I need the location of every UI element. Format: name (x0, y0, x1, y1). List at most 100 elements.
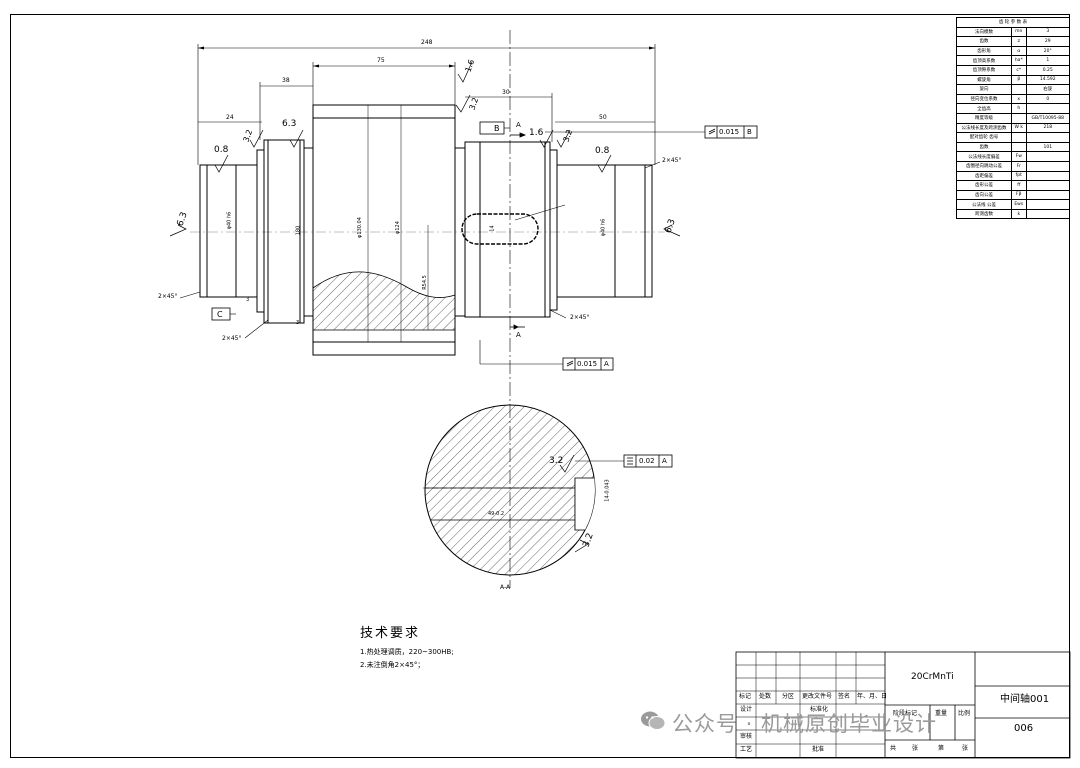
runout-tol-a-ref: A (604, 360, 609, 368)
technical-requirements: 技术要求 1.热处理调质，220~300HB; 2.未注倒角2×45°； (360, 622, 454, 670)
hdr-docno: 更改文件号 (802, 693, 833, 700)
dim-small-2: 3 (296, 320, 300, 326)
param-symbol: ff (1011, 180, 1027, 191)
roughness-section-1: 3.2 (549, 456, 564, 466)
row-standard: 标准化 (810, 706, 829, 713)
param-symbol: Fr (1011, 160, 1027, 172)
tech-line-2: 2.未注倒角2×45°； (360, 661, 425, 669)
param-value (1025, 151, 1071, 162)
chamfer-right: 2×45° (662, 157, 682, 164)
tech-line-1: 1.热处理调质，220~300HB; (360, 648, 454, 656)
row-weight: 重量 (935, 710, 948, 717)
param-value (1025, 170, 1071, 182)
param-symbol: fpt (1011, 170, 1027, 182)
param-label: 公法线长度及跨测齿数 (956, 122, 1012, 134)
hdr-count: 处数 (759, 693, 772, 700)
param-symbol: mn (1011, 26, 1027, 38)
param-value: 14.592 (1025, 74, 1071, 86)
param-symbol: α (1011, 45, 1027, 57)
section-mark-bottom: A (516, 331, 521, 339)
param-value (1025, 208, 1071, 220)
dim-flange: 38 (282, 77, 290, 84)
param-label: 法向模数 (956, 26, 1012, 38)
param-value (1025, 103, 1071, 114)
roughness-6-3-flange: 6.3 (282, 119, 297, 129)
dia-right: φ40 h6 (600, 218, 607, 237)
param-label: 齿形公差 (956, 180, 1012, 191)
drawing-number: 006 (1014, 723, 1034, 734)
dia-flange: 180 (295, 225, 302, 236)
hdr-mark: 标记 (739, 693, 752, 700)
dia-inner: R54.5 (421, 275, 428, 290)
dim-body: 75 (377, 57, 385, 64)
param-symbol (1011, 141, 1027, 153)
roughness-0-8-left: 0.8 (214, 145, 229, 155)
param-title: 齿 轮 参 数 表 (956, 17, 1070, 28)
param-label: 齿向公差 (956, 189, 1012, 201)
param-row: 旋向右旋 (956, 84, 1071, 95)
param-label: 齿距偏差 (956, 170, 1012, 182)
hdr-date: 年、月、日 (857, 693, 888, 700)
param-label: 齿圈径向跳动公差 (956, 160, 1012, 172)
param-symbol: Fw (1011, 151, 1027, 162)
watermark-text: 公众号 · 机械原创毕业设计 (672, 712, 938, 736)
param-symbol: k (1011, 208, 1027, 220)
section-mark-top: A (516, 121, 521, 129)
material: 20CrMnTi (911, 672, 954, 682)
section-dim-depth: 49-0.2 (488, 511, 505, 517)
dim-left-step: 24 (226, 114, 234, 121)
row-process: 工艺 (740, 746, 753, 753)
param-value: GB/T10095-88 (1025, 112, 1071, 124)
part-name: 中间轴001 (1000, 694, 1050, 705)
param-row: 齿 轮 参 数 表 (956, 17, 1070, 28)
dim-total: 248 (421, 39, 433, 46)
datum-b: B (494, 124, 500, 133)
dim-small-1: 3 (246, 297, 250, 303)
dim-right: 50 (599, 114, 607, 121)
row-design: 设计 (740, 706, 753, 713)
runout-tol-b: 0.015 (719, 128, 740, 136)
wechat-icon (640, 710, 666, 737)
symmetry-tol-ref: A (662, 457, 667, 465)
param-label: 径向变位系数 (956, 93, 1012, 105)
roughness-0-8-right: 0.8 (595, 146, 610, 156)
param-value: 1 (1025, 55, 1071, 66)
param-label: 齿形角 (956, 45, 1012, 57)
param-label: 旋向 (956, 84, 1012, 95)
shaft-left-end (199, 164, 258, 298)
param-value: 29 (1025, 36, 1071, 47)
row-scale: 比例 (958, 710, 971, 717)
param-label: 公法线 公差 (956, 199, 1012, 210)
param-symbol (1011, 112, 1027, 124)
row-check: 审核 (740, 733, 753, 740)
tech-heading: 技术要求 (360, 626, 421, 641)
param-value (1025, 132, 1071, 143)
param-label: 全齿高 (956, 103, 1012, 114)
param-value (1025, 160, 1071, 172)
param-symbol: c* (1011, 64, 1027, 76)
param-value (1025, 180, 1071, 191)
section-dim-width: 14-0.043 (604, 479, 611, 502)
dia-gear: φ130.04 (356, 217, 363, 238)
dia-left: φ40 h6 (226, 211, 233, 230)
row-total: 共 (890, 745, 897, 752)
row-page2: 张 (962, 745, 969, 752)
chamfer-mid: 2×45° (570, 314, 590, 321)
param-value: 20° (1025, 45, 1071, 57)
param-label: 螺旋角 (956, 74, 1012, 86)
param-value: 0.25 (1025, 64, 1071, 76)
hdr-sign: 签名 (838, 693, 851, 700)
